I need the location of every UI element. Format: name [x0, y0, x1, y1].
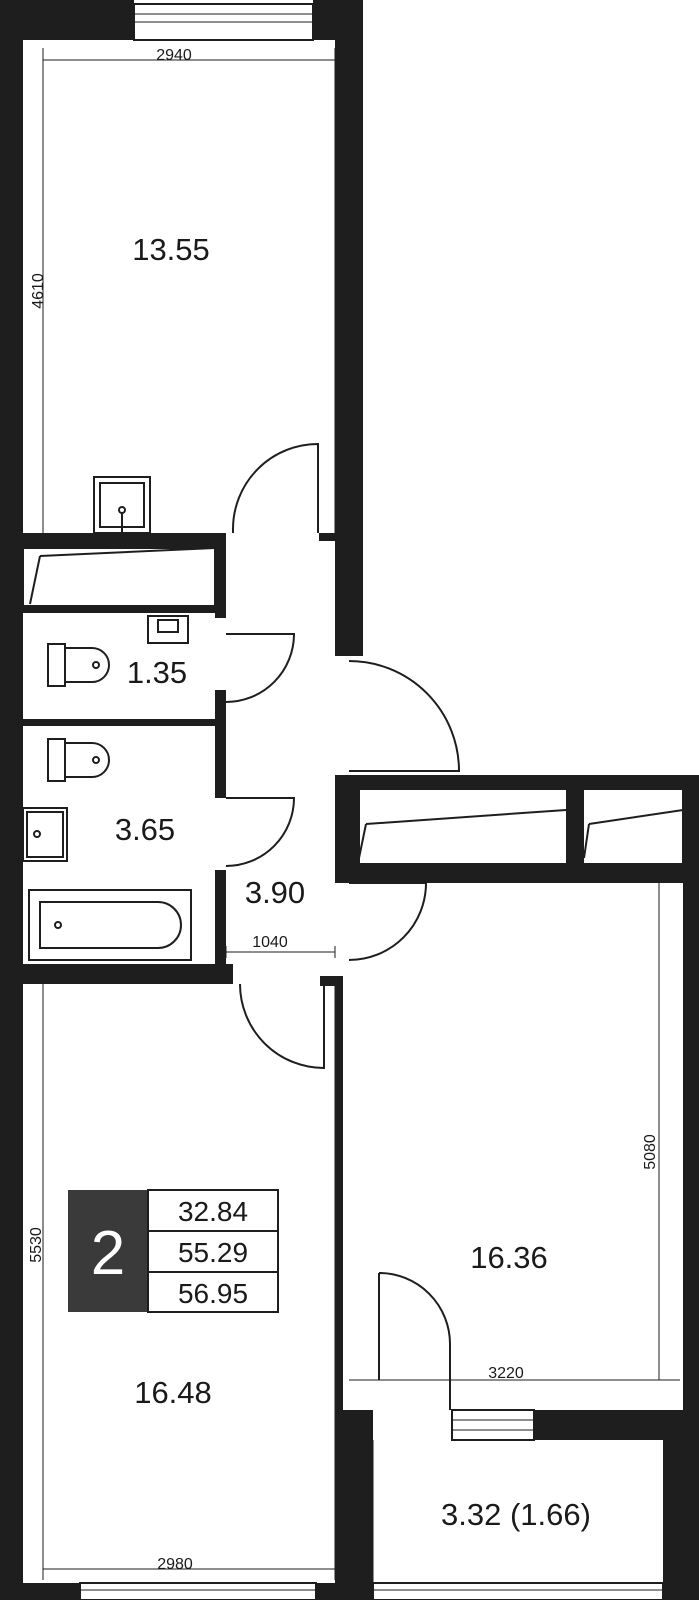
- bathtub: [28, 889, 192, 961]
- doors: [225, 442, 461, 1410]
- wardrobe-left: [22, 547, 216, 607]
- sink-bedroom: [93, 476, 151, 534]
- room-area-hall: 3.90: [245, 875, 305, 910]
- room-count-badge: [68, 1190, 148, 1312]
- dim-right-height: 5080: [642, 1134, 659, 1170]
- wardrobe-right: [358, 788, 684, 865]
- dim-right-width: 3220: [488, 1365, 524, 1382]
- room-area-balcony: 3.32 (1.66): [441, 1497, 591, 1532]
- finish-lines: [42, 48, 680, 1583]
- room-count: 2: [91, 1219, 125, 1288]
- room-area-wc: 1.35: [127, 655, 187, 690]
- toilet-wc: [47, 643, 110, 687]
- sink-wc: [147, 615, 189, 644]
- dim-left-height: 5530: [28, 1227, 45, 1263]
- dim-hall-width: 1040: [252, 934, 288, 951]
- sink-bath: [22, 807, 68, 862]
- summary-table: 2 32.84 55.29 56.95: [68, 1189, 279, 1313]
- room-area-bedroom-top: 13.55: [132, 232, 210, 267]
- dimension-lines: [42, 54, 336, 1570]
- room-area-left: 16.48: [134, 1375, 212, 1410]
- windows: [79, 3, 664, 1600]
- dim-top-height: 4610: [30, 273, 47, 309]
- dim-bottom-width: 2980: [157, 1556, 193, 1573]
- dim-top-width: 2940: [156, 47, 192, 64]
- room-area-bathroom: 3.65: [115, 812, 175, 847]
- living-area: 32.84: [178, 1196, 248, 1227]
- total-with-balcony: 56.95: [178, 1278, 248, 1309]
- total-area: 55.29: [178, 1237, 248, 1268]
- room-area-right: 16.36: [470, 1240, 548, 1275]
- toilet-bath: [47, 738, 110, 782]
